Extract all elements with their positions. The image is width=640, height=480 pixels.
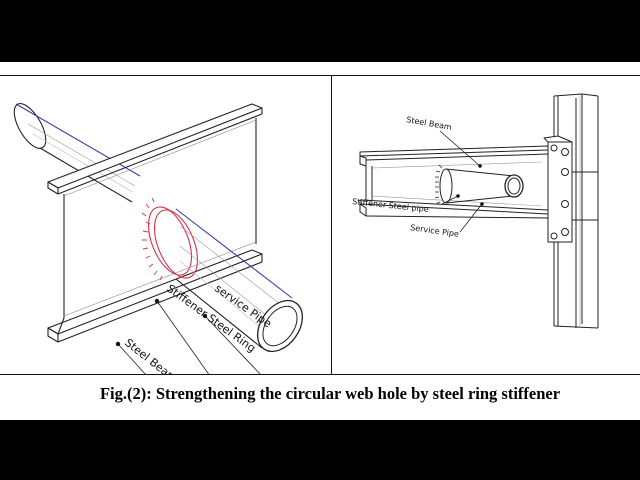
right-elevation-drawing: Steel Beam Stiffener Steel pipe Service …	[352, 93, 599, 329]
label-stiffener-steel-ring: Stiffener Steel Ring	[164, 282, 258, 355]
steel-beam-bottom-flange	[47, 249, 263, 343]
label-service-pipe-right: Service Pipe	[410, 223, 460, 239]
service-pipe-near-section	[175, 208, 304, 353]
label-steel-beam: Steel Beam	[122, 336, 180, 374]
letterbox-top	[0, 0, 640, 62]
figure-frame: service Pipe Stiffener Steel Ring Steel …	[0, 62, 640, 420]
leader-lines	[117, 300, 261, 374]
label-steel-beam-right: Steel Beam	[406, 115, 453, 132]
stiffener-steel-pipe	[439, 168, 524, 204]
steel-beam-elevation	[359, 145, 549, 219]
panel-divider	[331, 75, 332, 375]
pipe-weld-marks	[434, 164, 443, 205]
letterbox-bottom	[0, 420, 640, 480]
end-plate	[543, 135, 598, 243]
leader-dots	[456, 164, 484, 206]
service-pipe-far-section	[13, 103, 141, 203]
left-isometric-drawing: service Pipe Stiffener Steel Ring Steel …	[13, 103, 304, 374]
stiffener-steel-ring	[147, 206, 199, 279]
steel-beam-top-flange	[47, 103, 263, 195]
figure-caption: Fig.(2): Strengthening the circular web …	[99, 384, 561, 403]
leader-dots	[115, 298, 208, 347]
ring-weld-marks	[141, 197, 163, 281]
figure-border	[0, 75, 640, 375]
end-plate-bolts	[550, 144, 569, 240]
leader-lines	[439, 130, 483, 233]
